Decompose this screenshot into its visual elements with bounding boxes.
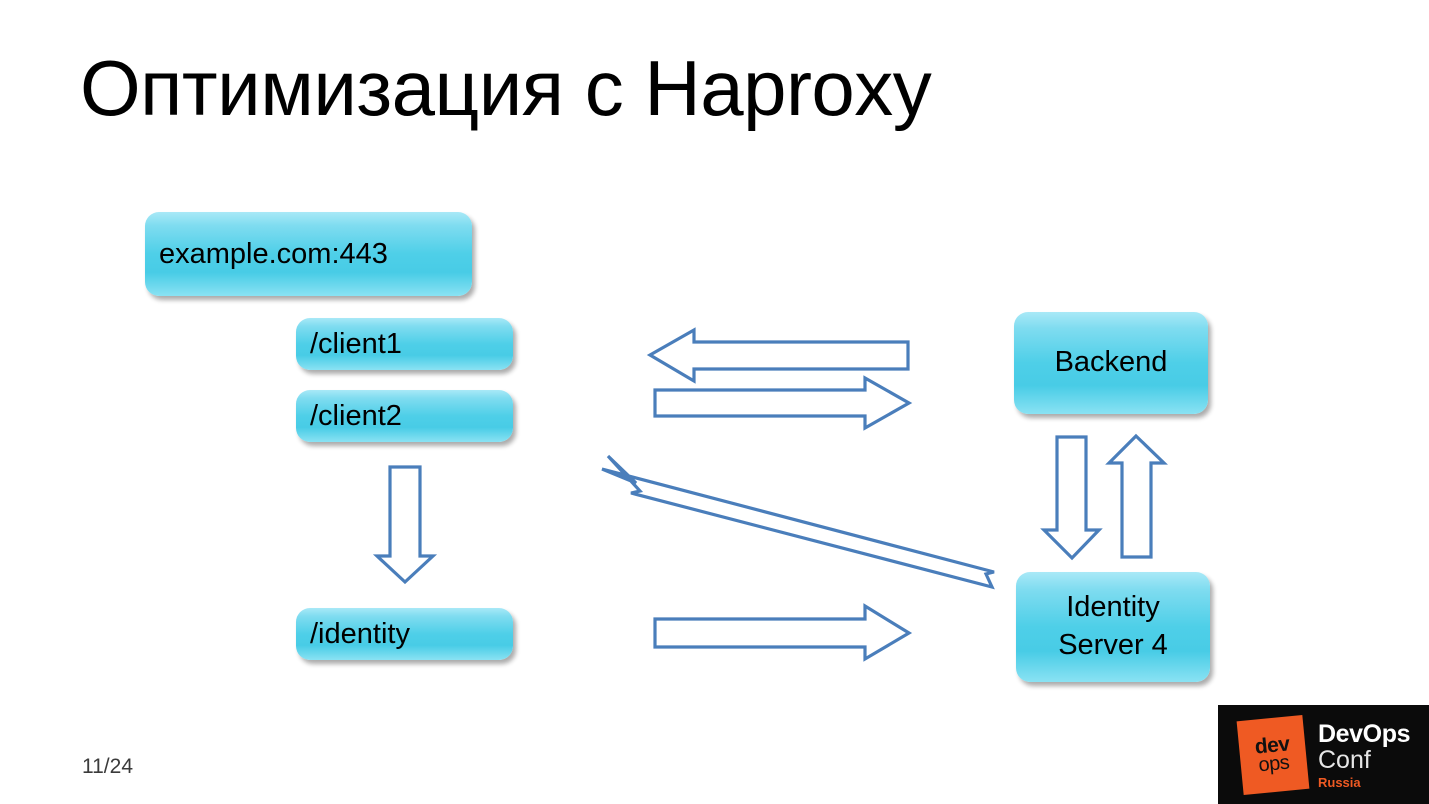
- node-identity-server-line1: Identity: [1066, 591, 1160, 624]
- node-identity-label: /identity: [310, 617, 410, 650]
- arrow-identity-to-identity-server-icon: [653, 603, 913, 662]
- page-title: Оптимизация с Haproxy: [80, 44, 932, 132]
- devops-logo-devops: DevOps: [1318, 720, 1411, 748]
- arrow-identity-server-to-clients-icon: [601, 454, 995, 590]
- arrow-backend-to-haproxy-icon: [646, 327, 910, 384]
- node-client1-label: /client1: [310, 327, 402, 360]
- node-example-com-label: example.com:443: [159, 237, 388, 270]
- devops-logo-mark-text: dev ops: [1237, 715, 1310, 795]
- page-number: 11/24: [82, 755, 133, 778]
- arrow-haproxy-to-backend-icon: [653, 375, 913, 431]
- node-identity[interactable]: /identity: [296, 608, 513, 660]
- arrow-client2-to-identity-icon: [372, 465, 438, 585]
- devops-conf-logo: dev ops DevOps Conf Russia: [1218, 705, 1429, 804]
- devops-logo-russia: Russia: [1318, 775, 1361, 790]
- node-example-com[interactable]: example.com:443: [145, 212, 472, 296]
- node-backend[interactable]: Backend: [1014, 312, 1208, 414]
- node-identity-server-line2: Server 4: [1058, 629, 1168, 661]
- node-client2-label: /client2: [310, 399, 402, 432]
- node-identity-server[interactable]: Identity Server 4: [1016, 572, 1210, 682]
- node-backend-label: Backend: [1054, 346, 1168, 379]
- devops-logo-mark-ops: ops: [1257, 752, 1291, 777]
- devops-logo-mark-icon: dev ops: [1236, 715, 1310, 795]
- node-client1[interactable]: /client1: [296, 318, 513, 370]
- node-client2[interactable]: /client2: [296, 390, 513, 442]
- arrow-identity-server-to-backend-icon: [1105, 433, 1168, 559]
- node-identity-server-label: Identity Server 4: [1058, 589, 1168, 664]
- devops-logo-conf: Conf: [1318, 746, 1371, 774]
- arrow-backend-to-identity-server-icon: [1040, 435, 1103, 561]
- devops-logo-wordmark: DevOps Conf Russia: [1318, 720, 1411, 790]
